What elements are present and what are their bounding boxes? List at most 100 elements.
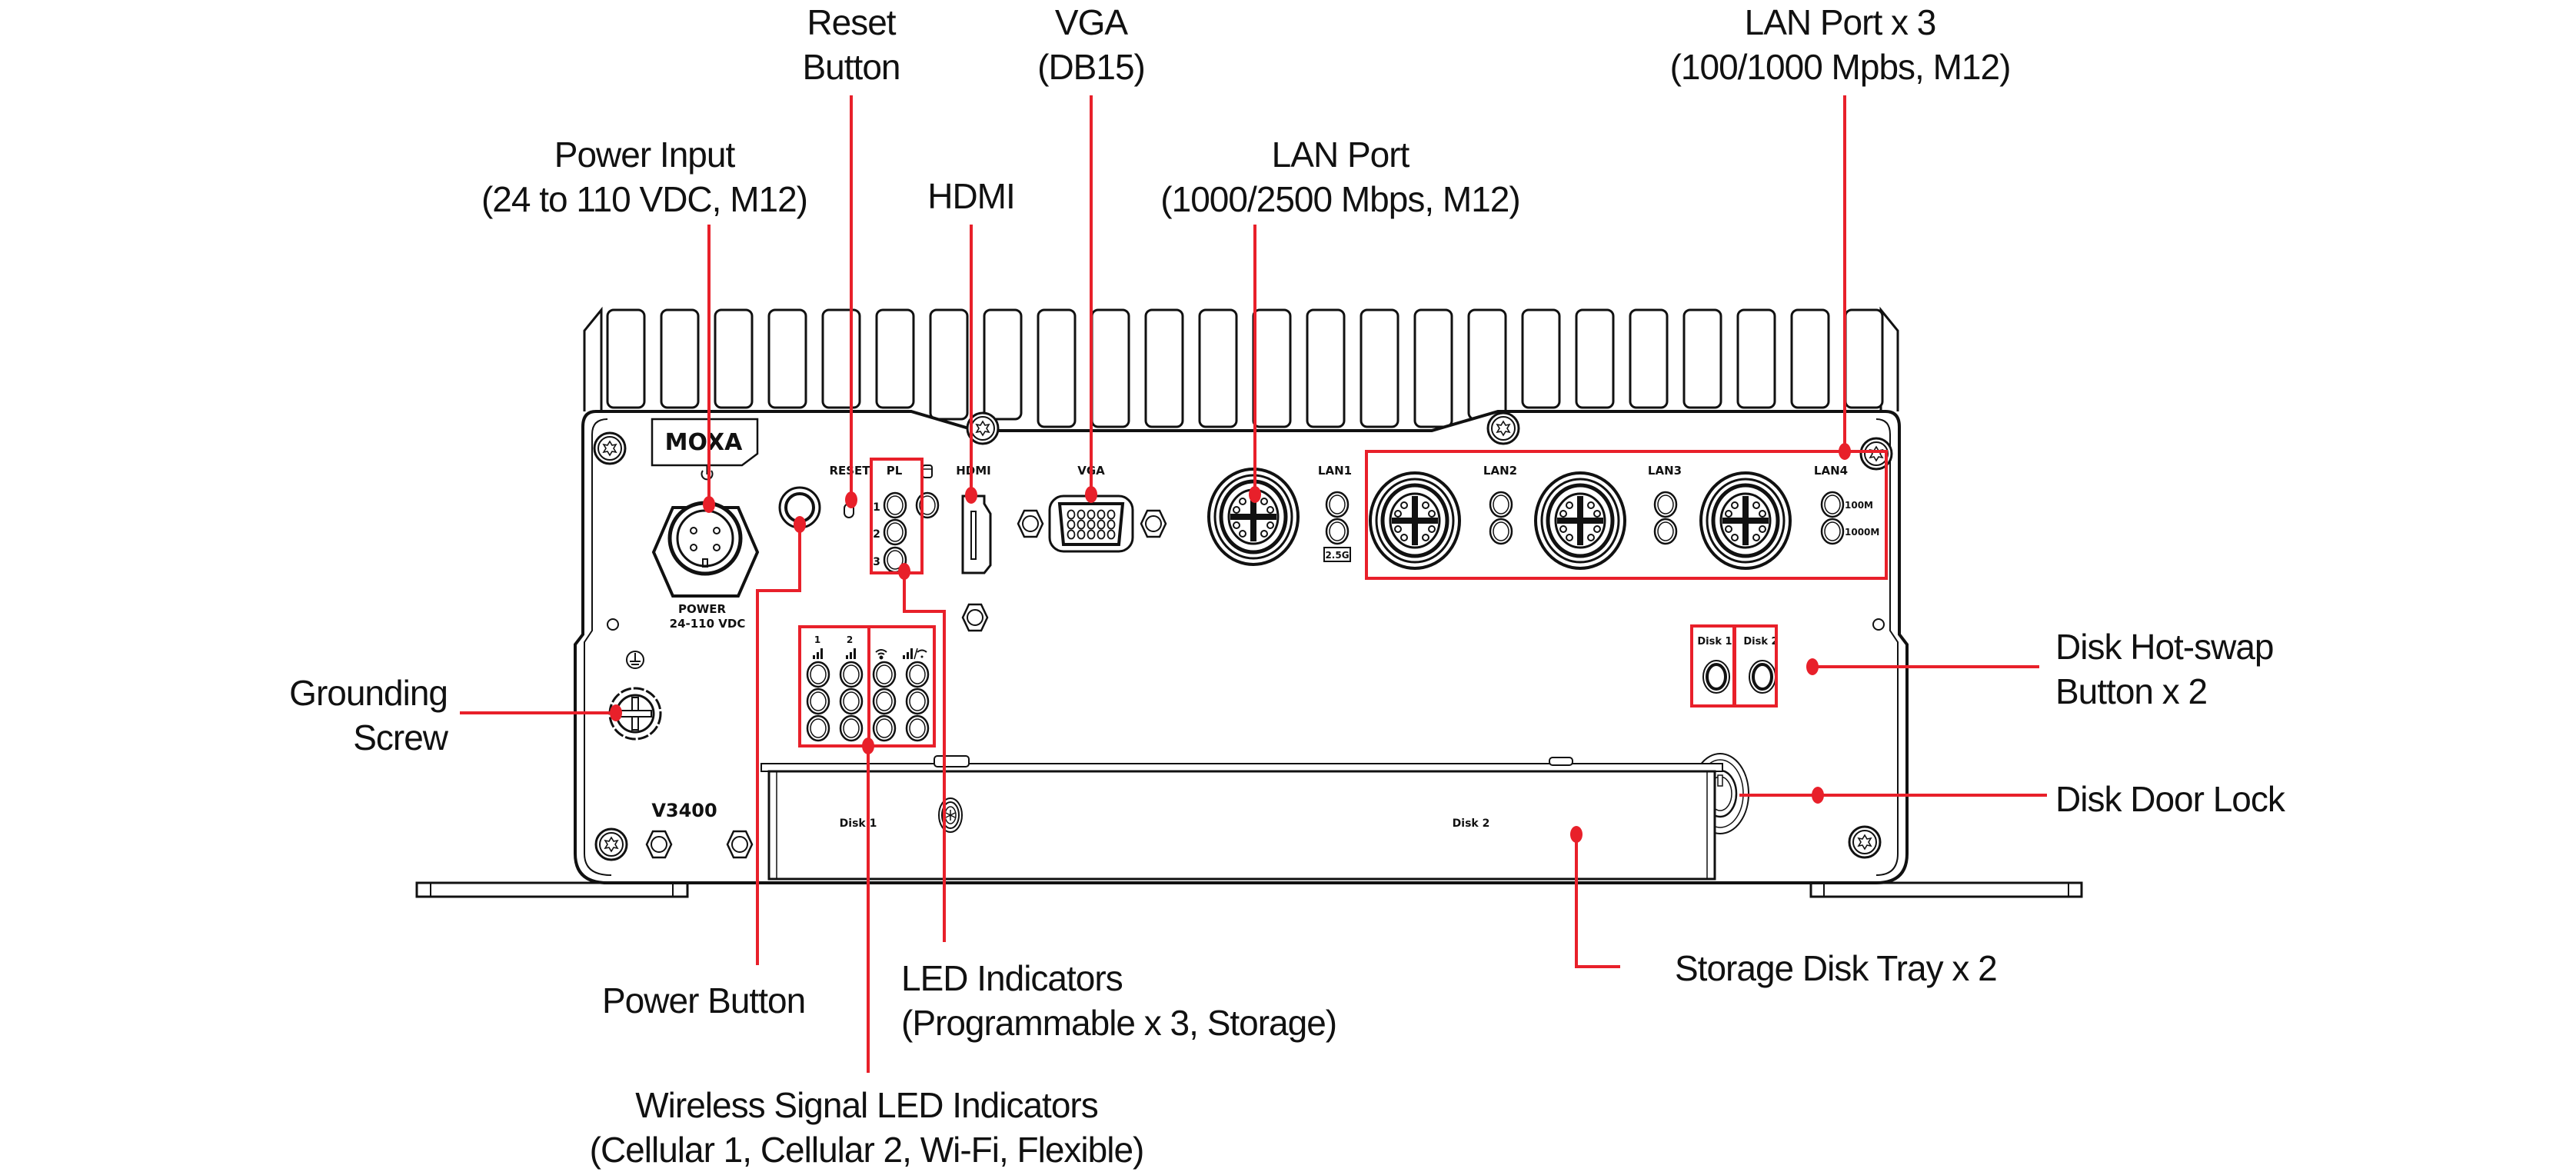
wireless-led xyxy=(839,714,864,742)
hdmi-port xyxy=(961,494,992,574)
callout-grounding-screw: Grounding Screw xyxy=(289,671,448,760)
heatsink-fin xyxy=(1144,308,1184,428)
callout-line: (24 to 110 VDC, M12) xyxy=(481,179,808,219)
tray-disk2-label: Disk 2 xyxy=(1453,817,1490,830)
callout-wireless-leds: Wireless Signal LED Indicators (Cellular… xyxy=(590,1083,1145,1172)
vga-pin xyxy=(1087,519,1096,530)
vga-pin xyxy=(1097,529,1106,540)
lan2-port xyxy=(1370,473,1459,568)
vga-pin xyxy=(1097,519,1106,530)
heatsink-fin xyxy=(660,308,700,409)
power-input-connector xyxy=(651,501,760,598)
power-label: POWER xyxy=(678,602,727,616)
lan4-led-100 xyxy=(1820,491,1845,518)
wireless-led xyxy=(839,688,864,715)
lan1-label: LAN1 xyxy=(1318,464,1352,478)
callout-power-input: Power Input (24 to 110 VDC, M12) xyxy=(481,132,808,221)
callout-line: Power Input xyxy=(554,135,735,175)
callout-line: (100/1000 Mpbs, M12) xyxy=(1669,47,2012,87)
callout-line: LED Indicators xyxy=(901,958,1123,998)
heatsink-fin xyxy=(821,308,861,409)
heatsink-fin xyxy=(1413,308,1453,428)
callout-line: Button x 2 xyxy=(2055,671,2208,711)
callout-line: (Programmable x 3, Storage) xyxy=(901,1003,1337,1043)
vga-pin xyxy=(1107,509,1116,520)
callout-line: Grounding xyxy=(289,673,448,713)
model-label: V3400 xyxy=(651,800,717,821)
pl-label: PL xyxy=(887,464,903,478)
callout-line: Power Button xyxy=(602,981,806,1021)
heatsink-fin xyxy=(767,308,807,409)
pl-row-2: 2 xyxy=(873,528,880,541)
lan3-led xyxy=(1653,491,1678,518)
cellular-signal-icon xyxy=(813,648,823,659)
nut xyxy=(1140,509,1167,538)
wireless-led xyxy=(872,661,897,688)
callout-line: Wireless Signal LED Indicators xyxy=(635,1085,1098,1125)
vga-pin xyxy=(1097,509,1106,520)
callout-led-indicators: LED Indicators (Programmable x 3, Storag… xyxy=(901,956,1337,1045)
callout-line: VGA xyxy=(1054,2,1128,42)
cellular-signal-icon xyxy=(846,648,856,659)
screw xyxy=(1486,411,1520,445)
vga-pin xyxy=(1077,509,1086,520)
heatsink-fin xyxy=(1360,308,1399,428)
nut xyxy=(961,603,989,632)
heatsink-fin xyxy=(1037,308,1077,428)
wifi-icon xyxy=(875,649,887,660)
nut xyxy=(726,830,754,859)
screw xyxy=(593,431,627,465)
heatsink-fin xyxy=(1844,308,1884,409)
vga-pin xyxy=(1107,519,1116,530)
vga-pin xyxy=(1077,519,1086,530)
nut xyxy=(645,830,673,859)
vga-pin xyxy=(1067,529,1076,540)
lan2-led xyxy=(1489,491,1513,518)
disk1-button-label: Disk 1 xyxy=(1697,636,1732,648)
callout-line: HDMI xyxy=(927,176,1016,216)
disk2-hotswap-button[interactable] xyxy=(1749,660,1776,694)
pl-led-2 xyxy=(883,518,907,546)
callout-line: Storage Disk Tray x 2 xyxy=(1675,948,1998,988)
heatsink-fin xyxy=(1467,308,1507,421)
tray-disk1-label: Disk 1 xyxy=(840,817,877,830)
heatsink-fin xyxy=(606,308,646,409)
wireless-led xyxy=(872,688,897,715)
lan4-1000m-label: 1000M xyxy=(1845,527,1879,538)
vga-pin xyxy=(1077,529,1086,540)
wireless-col-2: 2 xyxy=(847,634,853,645)
lan3-led xyxy=(1653,518,1678,545)
wireless-col-1: 1 xyxy=(814,634,820,645)
callout-lan-x3: LAN Port x 3 (100/1000 Mpbs, M12) xyxy=(1669,0,2012,89)
callout-line: Disk Door Lock xyxy=(2055,779,2285,819)
mounting-bracket xyxy=(415,881,2083,898)
wireless-led xyxy=(806,714,830,742)
hdmi-label: HDMI xyxy=(956,464,991,478)
disk1-hotswap-button[interactable] xyxy=(1702,660,1730,694)
callout-line: Screw xyxy=(353,718,448,757)
callout-hdmi: HDMI xyxy=(927,174,1016,218)
wireless-led xyxy=(839,661,864,688)
lan3-label: LAN3 xyxy=(1648,464,1682,478)
lan1-led xyxy=(1325,518,1350,545)
lan4-label: LAN4 xyxy=(1814,464,1848,478)
hole xyxy=(1872,618,1885,631)
wireless-led xyxy=(872,714,897,742)
heatsink-fin xyxy=(1198,308,1238,428)
wireless-led xyxy=(905,714,930,742)
heatsink-fin xyxy=(1575,308,1615,409)
vga-pin xyxy=(1067,509,1076,520)
lan2-led xyxy=(1489,518,1513,545)
heatsink-fin xyxy=(714,308,754,409)
callout-power-button: Power Button xyxy=(602,978,806,1023)
callout-storage-tray: Storage Disk Tray x 2 xyxy=(1675,946,1998,991)
wireless-led xyxy=(905,661,930,688)
callout-vga: VGA (DB15) xyxy=(1037,0,1146,89)
disk-tray[interactable] xyxy=(760,755,1723,881)
heatsink-fin xyxy=(1252,308,1292,428)
vga-pin xyxy=(1087,509,1096,520)
callout-line: LAN Port xyxy=(1271,135,1410,175)
heatsink-fin xyxy=(1682,308,1722,409)
lan4-100m-label: 100M xyxy=(1845,500,1873,511)
